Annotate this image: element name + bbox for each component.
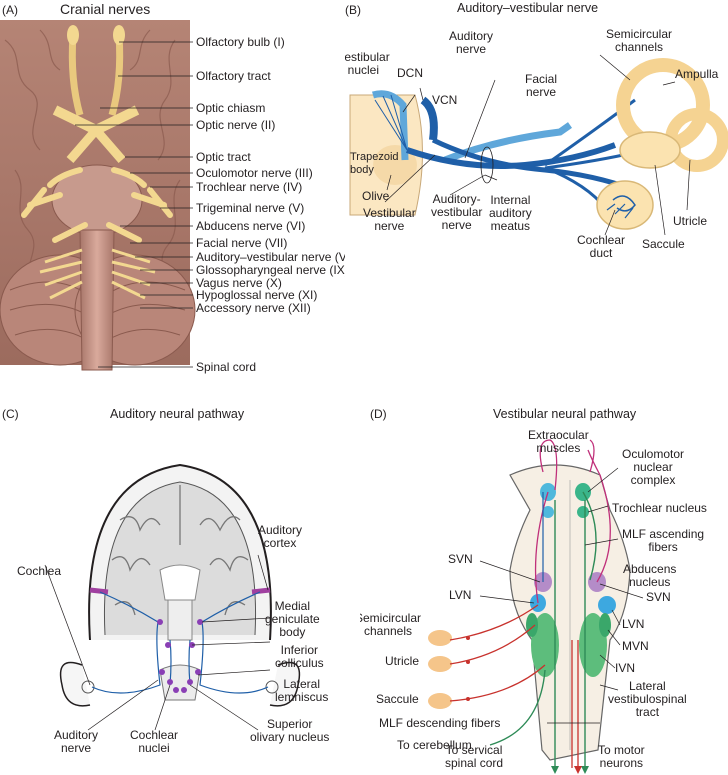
label-semicircular-channels-d: Semicircular channels <box>360 611 422 638</box>
panel-a-title: Cranial nerves <box>60 1 151 17</box>
label-oculomotor-nerve: Oculomotor nerve (III) <box>196 166 313 180</box>
label-semicircular-channels-b: Semicircular channels <box>606 27 673 54</box>
label-auditory-nerve-b: Auditory nerve <box>449 29 494 56</box>
panel-b-title: Auditory–vestibular nerve <box>457 1 599 15</box>
panel-c-auditory-pathway: (C) Auditory neural pathway <box>0 400 360 775</box>
label-optic-tract: Optic tract <box>196 150 251 164</box>
label-inferior-colliculus: Inferior colliculus <box>275 643 324 670</box>
spinal-cord-shape <box>79 229 115 371</box>
label-olfactory-tract: Olfactory tract <box>196 69 271 83</box>
label-lvn-right: LVN <box>622 617 645 631</box>
label-spinal-cord: Spinal cord <box>196 360 257 374</box>
panel-b-tag: (B) <box>345 3 361 17</box>
label-cochlea: Cochlea <box>17 564 62 578</box>
label-olfactory-bulb: Olfactory bulb (I) <box>196 35 285 49</box>
label-glossopharyngeal-nerve: Glossopharyngeal nerve (IX) <box>196 263 345 277</box>
brain-base-illustration <box>0 20 196 371</box>
label-abducens-nucleus: Abducens nucleus <box>623 562 677 589</box>
label-vcn: VCN <box>432 93 458 107</box>
label-hypoglossal-nerve: Hypoglossal nerve (XI) <box>196 288 318 302</box>
panel-b-auditory-vestibular-nerve: (B) Auditory–vestibular nerve <box>345 0 728 290</box>
auditory-pathway-illustration <box>44 463 301 731</box>
label-cochlear-nuclei: Cochlear nuclei <box>130 728 179 755</box>
label-auditory-cortex: Auditory cortex <box>258 523 303 550</box>
label-medial-geniculate-body: Medial geniculate body <box>265 599 320 639</box>
panel-c-tag: (C) <box>2 407 19 421</box>
label-vestibular-nerve-b: Vestibular nerve <box>363 206 416 233</box>
label-lvn-left: LVN <box>449 588 472 602</box>
auditory-vestibular-illustration <box>349 54 728 236</box>
label-lateral-vestibulospinal-tract: Lateral vestibulospinal tract <box>608 679 687 719</box>
label-utricle-b: Utricle <box>673 214 708 228</box>
label-facial-nerve: Facial nerve (VII) <box>196 236 288 250</box>
label-to-motor-neurons: To motor neurons <box>598 743 645 770</box>
label-saccule-d: Saccule <box>376 692 419 706</box>
label-olive: Olive <box>362 189 390 203</box>
label-ivn: IVN <box>615 661 636 675</box>
label-accessory-nerve: Accessory nerve (XII) <box>196 301 311 315</box>
label-saccule-b: Saccule <box>642 237 685 251</box>
label-trochlear-nerve: Trochlear nerve (IV) <box>196 180 303 194</box>
label-extraocular-muscles: Extraocular muscles <box>528 428 589 455</box>
label-ampulla: Ampulla <box>675 67 719 81</box>
label-oculomotor-nuclear-complex: Oculomotor nuclear complex <box>622 447 685 487</box>
label-abducens-nerve: Abducens nerve (VI) <box>196 219 306 233</box>
label-to-cerebellum: To cerebellum <box>397 738 472 752</box>
panel-d-title: Vestibular neural pathway <box>493 407 637 421</box>
label-auditory-nerve-c: Auditory nerve <box>54 728 99 755</box>
label-auditory-vestibular-nerve-b: Auditory- vestibular nerve <box>431 192 483 232</box>
label-svn-right: SVN <box>646 590 671 604</box>
panel-a-cranial-nerves: (A) Cranial nerves <box>0 0 345 385</box>
label-superior-olivary-nucleus: Superior olivary nucleus <box>250 717 330 744</box>
label-mlf-descending: MLF descending fibers <box>379 716 501 730</box>
label-trochlear-nucleus: Trochlear nucleus <box>612 501 707 515</box>
label-trapezoid-body: Trapezoid body <box>350 151 399 176</box>
label-utricle-d: Utricle <box>385 654 420 668</box>
label-lateral-lemniscus: Lateral lemniscus <box>275 677 329 704</box>
panel-d-vestibular-pathway: (D) Vestibular neural pathway <box>360 400 728 775</box>
label-optic-nerve: Optic nerve (II) <box>196 118 276 132</box>
label-mlf-ascending: MLF ascending fibers <box>622 527 705 554</box>
panel-d-tag: (D) <box>370 407 387 421</box>
label-mvn: MVN <box>622 639 649 653</box>
vestibular-pathway-illustration <box>428 439 644 774</box>
label-internal-auditory-meatus: Internal auditory meatus <box>489 193 532 233</box>
label-svn-left: SVN <box>448 552 473 566</box>
label-dcn: DCN <box>397 66 423 80</box>
label-auditory-vestibular-nerve: Auditory–vestibular nerve (VIII) <box>196 250 345 264</box>
panel-a-tag: (A) <box>2 3 18 17</box>
label-to-spinal-cord: To servical spinal cord <box>445 743 504 770</box>
label-optic-chiasm: Optic chiasm <box>196 101 266 115</box>
label-vagus-nerve: Vagus nerve (X) <box>196 276 282 290</box>
label-vestibular-nuclei: Vestibular nuclei <box>345 50 390 77</box>
label-trigeminal-nerve: Trigeminal nerve (V) <box>196 201 305 215</box>
label-facial-nerve-b: Facial nerve <box>525 72 558 99</box>
panel-c-title: Auditory neural pathway <box>110 407 245 421</box>
label-cochlear-duct: Cochlear duct <box>577 233 626 260</box>
